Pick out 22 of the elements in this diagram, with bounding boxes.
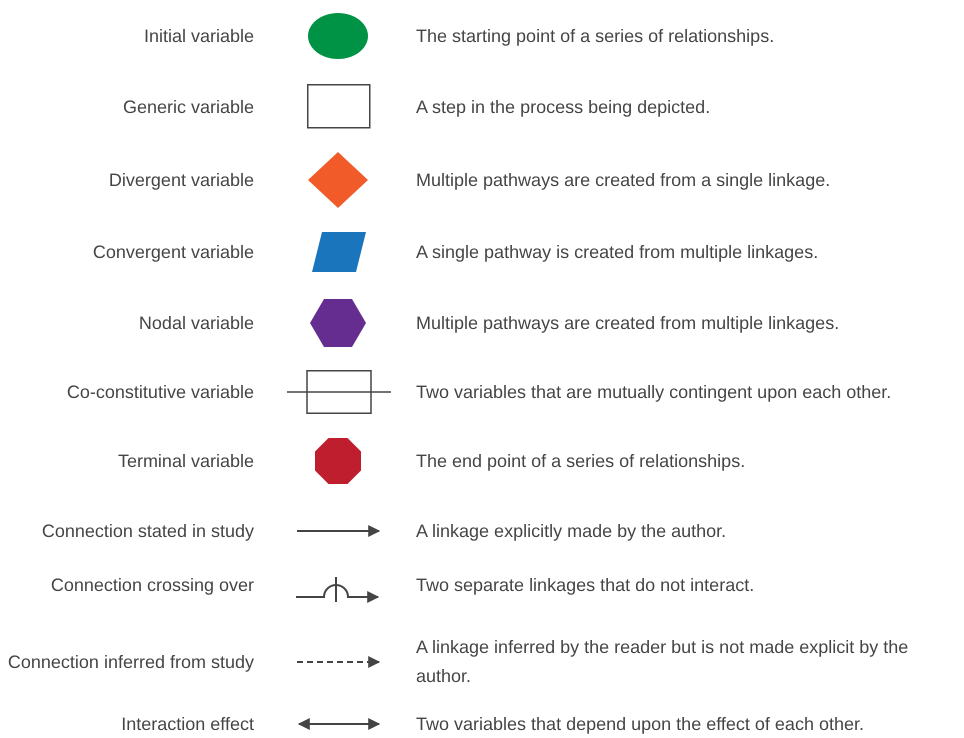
- description: The end point of a series of relationships.: [416, 450, 746, 473]
- variable-name: Connection crossing over: [50, 574, 254, 597]
- variable-name: Connection inferred from study: [8, 650, 254, 674]
- description: A linkage explicitly made by the author.: [416, 520, 728, 543]
- description: Multiple pathways are created from multiple linkages.: [416, 312, 840, 335]
- variable-name: Nodal variable: [138, 312, 254, 334]
- variable-name: Connection stated in study: [42, 520, 254, 543]
- description: Two variables that depend upon the effect of each other.: [416, 712, 865, 736]
- description: The starting point of a series of relationships.: [416, 24, 776, 48]
- variable-name: Terminal variable: [118, 450, 254, 472]
- variable-name: Initial variable: [144, 24, 254, 48]
- variable-name: Generic variable: [122, 96, 254, 118]
- variable-name: Divergent variable: [108, 168, 254, 192]
- description: Multiple pathways are created from a single linkage.: [416, 168, 832, 192]
- description: Two variables that are mutually contingent upon each other.: [416, 380, 892, 404]
- description: A single pathway is created from multiple linkages.: [416, 240, 820, 264]
- variable-name: Co-constitutive variable: [66, 380, 254, 404]
- variable-name: Interaction effect: [121, 712, 254, 736]
- description: Two separate linkages that do not interact.: [416, 574, 756, 597]
- variable-name: Convergent variable: [92, 240, 254, 264]
- description: A linkage inferred by the reader but is not made explicit by the author.: [416, 636, 910, 688]
- description: A step in the process being depicted.: [416, 96, 712, 119]
